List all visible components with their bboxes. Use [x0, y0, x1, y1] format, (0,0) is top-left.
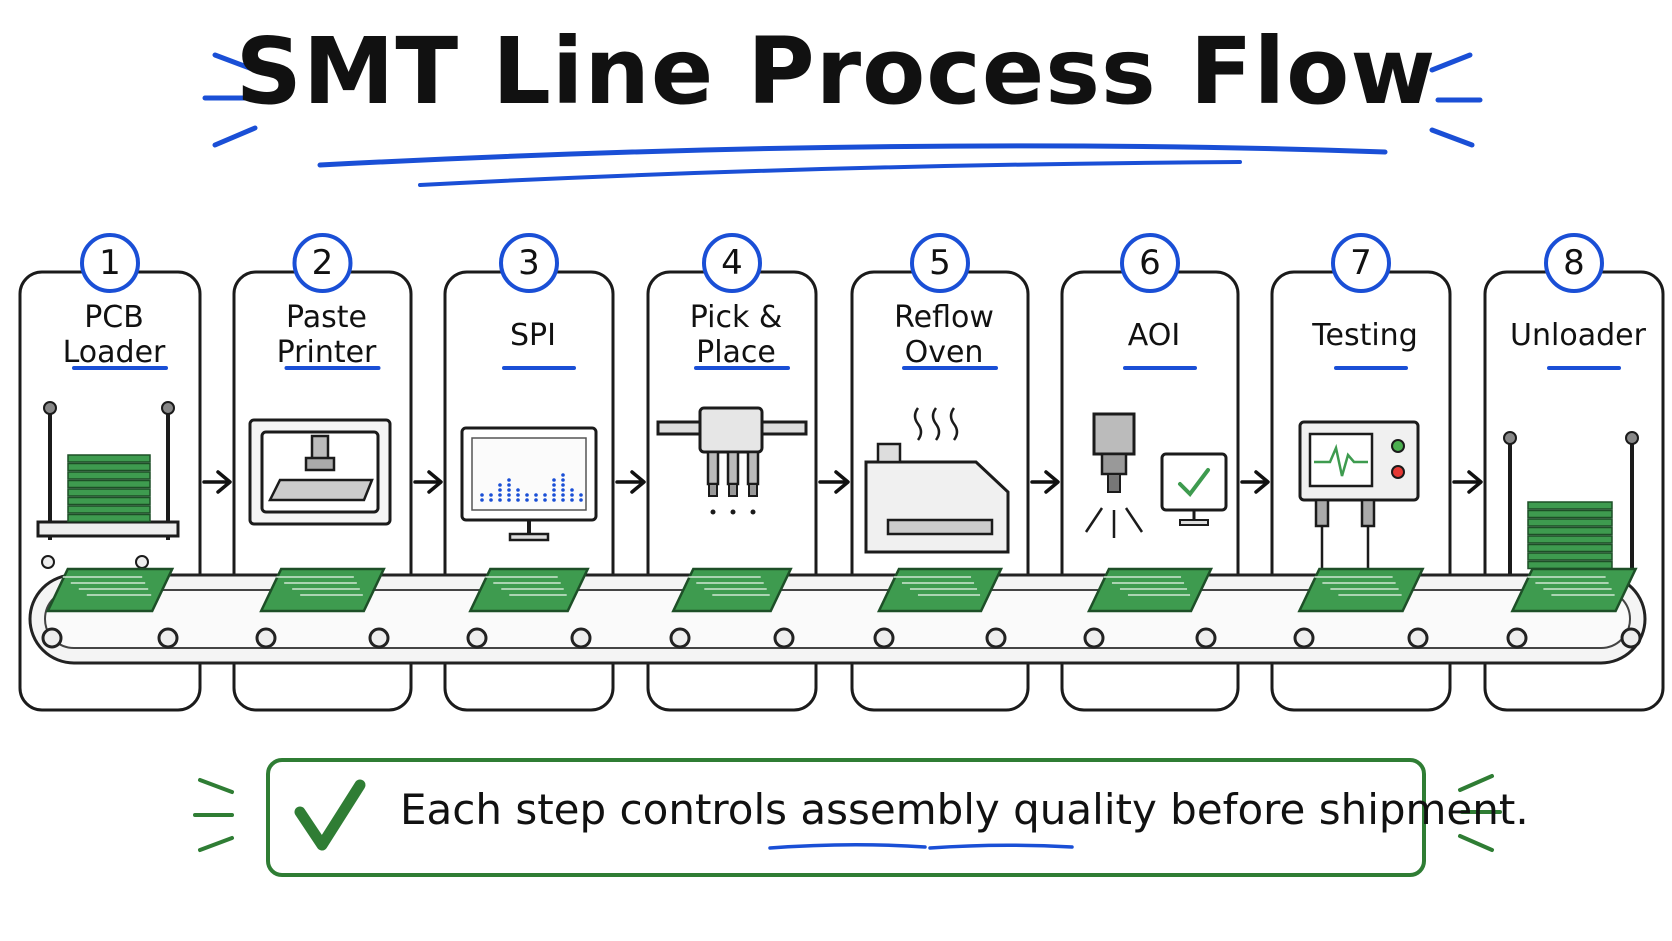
flow-arrow	[615, 470, 646, 494]
reflow-oven-icon	[864, 407, 1010, 554]
conveyor-roller	[1506, 627, 1528, 649]
footer-underlines	[768, 842, 1074, 850]
step-title-8: Unloader	[1488, 318, 1668, 353]
step-number-8: 8	[1563, 243, 1585, 283]
conveyor-roller	[255, 627, 277, 649]
conveyor-roller	[157, 627, 179, 649]
step-title-line: Pick &	[689, 300, 783, 335]
paste-printer-icon	[248, 418, 392, 526]
step-title-3: SPI	[443, 318, 623, 353]
pcb-board-icon	[468, 567, 590, 613]
step-number-5: 5	[929, 243, 951, 283]
station-8	[1483, 233, 1665, 712]
step-number-7: 7	[1350, 243, 1372, 283]
pcb-loader-rack-icon	[36, 401, 180, 569]
conveyor-roller	[1083, 627, 1105, 649]
station-6	[1060, 233, 1240, 712]
step-title-line: AOI	[1127, 318, 1181, 353]
step-number-circle	[1331, 233, 1391, 293]
conveyor-roller	[466, 627, 488, 649]
pcb-board-icon	[1297, 567, 1425, 613]
conveyor-roller	[1293, 627, 1315, 649]
conveyor-roller	[570, 627, 592, 649]
step-number-1: 1	[99, 243, 121, 283]
station-2	[232, 233, 413, 712]
step-number-circle	[499, 233, 559, 293]
step-number-circle	[80, 233, 140, 293]
footer-box	[193, 758, 1502, 877]
step-number-2: 2	[311, 243, 334, 283]
step-number-circle	[292, 233, 353, 293]
conveyor-roller	[1620, 627, 1642, 649]
step-title-line: SPI	[510, 318, 556, 353]
station-7	[1270, 233, 1452, 712]
conveyor-belt	[28, 573, 1647, 665]
aoi-monitor-check-icon	[1160, 452, 1228, 526]
step-number-circle	[910, 233, 970, 293]
page-title: SMT Line Process Flow	[235, 18, 1437, 125]
spi-monitor-icon	[460, 426, 598, 542]
pcb-board-icon	[876, 567, 1004, 613]
tester-icon	[1298, 420, 1420, 590]
flow-arrow	[202, 470, 232, 494]
conveyor-roller	[873, 627, 895, 649]
flow-arrow	[413, 470, 443, 494]
step-number-3: 3	[518, 243, 540, 283]
station-4	[646, 233, 818, 712]
pick-and-place-head-icon	[656, 406, 808, 515]
pcb-board-icon	[259, 567, 386, 613]
station-5	[850, 233, 1030, 712]
conveyor-roller	[985, 627, 1007, 649]
flow-arrow	[1452, 470, 1483, 494]
conveyor-roller	[1195, 627, 1217, 649]
conveyor-roller	[41, 627, 63, 649]
step-title-6: AOI	[1064, 318, 1244, 353]
step-title-line: Paste	[286, 300, 367, 335]
step-title-line: Place	[696, 335, 776, 370]
step-title-line: Testing	[1312, 318, 1418, 353]
check-icon	[294, 779, 366, 851]
unloader-rack-icon	[1503, 431, 1639, 575]
aoi-camera-icon	[1084, 412, 1144, 538]
station-1	[18, 233, 202, 712]
step-number-6: 6	[1139, 243, 1161, 283]
title-decoration	[202, 52, 1483, 187]
pcb-board-icon	[671, 567, 793, 613]
station-3	[443, 233, 615, 712]
step-title-line: Loader	[62, 335, 166, 370]
step-title-line: Reflow	[894, 300, 994, 335]
step-number-circle	[702, 233, 762, 293]
conveyor-roller	[1407, 627, 1429, 649]
step-number-circle	[1120, 233, 1180, 293]
conveyor-roller	[669, 627, 691, 649]
step-title-7: Testing	[1275, 318, 1455, 353]
step-title-line: Oven	[904, 335, 984, 370]
step-title-line: Unloader	[1510, 318, 1646, 353]
conveyor-roller	[368, 627, 390, 649]
pcb-board-icon	[1510, 567, 1638, 613]
step-number-4: 4	[721, 243, 743, 283]
step-title-line: PCB	[84, 300, 144, 335]
step-number-circle	[1544, 233, 1604, 293]
conveyor-roller	[773, 627, 795, 649]
step-title-4: Pick &Place	[646, 300, 826, 370]
pcb-board-icon	[45, 567, 175, 613]
step-title-line: Printer	[276, 335, 377, 370]
flow-arrow	[1030, 470, 1060, 494]
pcb-board-icon	[1086, 567, 1214, 613]
flow-arrow	[1240, 470, 1270, 494]
footer-accents	[193, 774, 1502, 852]
footer-note: Each step controls assembly quality befo…	[400, 785, 1529, 834]
flow-arrow	[818, 470, 850, 494]
